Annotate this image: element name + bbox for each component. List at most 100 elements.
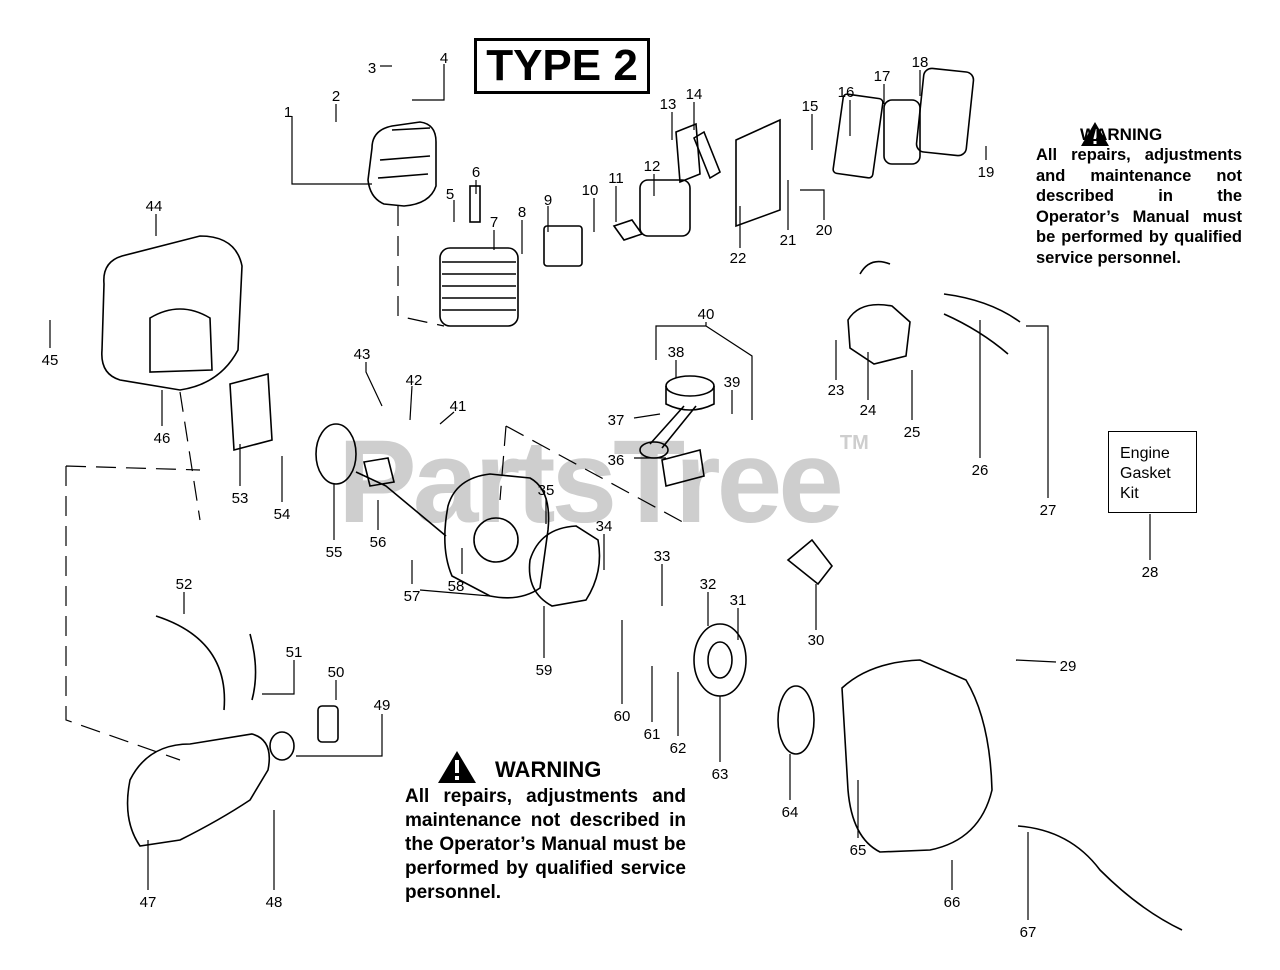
callout-number: 65 — [850, 842, 867, 859]
callout-number: 23 — [828, 382, 845, 399]
leader-line — [365, 362, 383, 407]
callout-number: 63 — [712, 766, 729, 783]
kit-line: Engine — [1120, 445, 1170, 462]
leader-line — [633, 413, 661, 419]
callout-number: 52 — [176, 576, 193, 593]
spark-plug — [469, 185, 481, 223]
fuel-filter — [317, 705, 339, 743]
bracket — [229, 372, 273, 452]
callout-number: 57 — [404, 588, 421, 605]
callout-number: 15 — [802, 98, 819, 115]
callout-number: 30 — [808, 632, 825, 649]
callout-number: 62 — [670, 740, 687, 757]
callout-number: 28 — [1142, 564, 1159, 581]
insulator — [543, 225, 583, 267]
leader-line — [262, 660, 295, 695]
callout-number: 55 — [326, 544, 343, 561]
air-filter — [883, 99, 921, 165]
filter-screen — [832, 93, 884, 179]
callout-number: 31 — [730, 592, 747, 609]
callout-number: 36 — [608, 452, 625, 469]
callout-number: 11 — [608, 170, 624, 187]
callout-number: 32 — [700, 576, 717, 593]
callout-number: 9 — [544, 192, 552, 209]
callout-number: 34 — [596, 518, 613, 535]
warning-title: WARNING — [1080, 125, 1163, 144]
leader-line — [800, 189, 825, 220]
cylinder-cover — [367, 121, 437, 207]
crankshaft — [355, 457, 447, 537]
callout-number: 3 — [368, 60, 376, 77]
callout-number: 35 — [538, 482, 555, 499]
callout-number: 39 — [724, 374, 741, 391]
callout-number: 50 — [328, 664, 345, 681]
callout-number: 38 — [668, 344, 685, 361]
fuel-cap — [269, 731, 295, 761]
leader-line — [409, 385, 413, 421]
warning-triangle-icon — [438, 751, 476, 783]
callout-number: 17 — [874, 68, 891, 85]
callout-number: 59 — [536, 662, 553, 679]
engine-housing — [101, 235, 243, 391]
fuel-tank — [126, 733, 271, 847]
leader-line — [291, 116, 372, 185]
leader-line — [1026, 325, 1049, 498]
leader-line — [439, 411, 455, 425]
callout-number: 27 — [1040, 502, 1057, 519]
kit-line: Gasket — [1120, 465, 1171, 482]
callout-number: 21 — [780, 232, 797, 249]
callout-number: 24 — [860, 402, 877, 419]
ignition-wire — [943, 293, 1021, 355]
callout-number: 53 — [232, 490, 249, 507]
warning-title: WARNING — [495, 757, 602, 782]
leader-line — [655, 322, 753, 420]
starter-handle — [786, 538, 834, 586]
crankcase-cover — [528, 525, 601, 607]
callout-number: 1 — [284, 104, 292, 121]
callout-number: 5 — [446, 186, 454, 203]
ignition-module — [847, 303, 911, 365]
callout-number: 42 — [406, 372, 423, 389]
callout-number: 46 — [154, 430, 171, 447]
callout-number: 41 — [450, 398, 467, 415]
bearing-plate — [661, 449, 705, 487]
leader-line — [1015, 659, 1057, 663]
cylinder — [439, 247, 519, 327]
warning-body: All repairs, adjustments and maintenance… — [1036, 146, 1242, 267]
callout-number: 7 — [490, 214, 498, 231]
rewind-spring — [777, 685, 815, 755]
fan-housing — [841, 659, 993, 853]
callout-number: 58 — [448, 578, 465, 595]
fuel-line — [155, 615, 257, 711]
carburetor — [639, 179, 691, 237]
callout-number: 20 — [816, 222, 833, 239]
callout-number: 8 — [518, 204, 526, 221]
callout-number: 66 — [944, 894, 961, 911]
callout-number: 29 — [1060, 658, 1077, 675]
callout-number: 56 — [370, 534, 387, 551]
callout-number: 45 — [42, 352, 59, 369]
callout-number: 16 — [838, 84, 855, 101]
warning-note-small: WARNING All repairs, adjustments and mai… — [1036, 125, 1242, 268]
leader-line — [296, 714, 383, 757]
crankcase — [444, 473, 550, 599]
callout-number: 6 — [472, 164, 480, 181]
kit-line: Kit — [1120, 485, 1139, 502]
callout-number: 67 — [1020, 924, 1037, 941]
callout-number: 37 — [608, 412, 625, 429]
callout-number: 43 — [354, 346, 371, 363]
air-filter-base — [735, 118, 781, 228]
callout-number: 26 — [972, 462, 989, 479]
warning-triangle-icon — [1081, 122, 1109, 146]
warning-note-large: WARNING All repairs, adjustments and mai… — [405, 755, 686, 905]
callout-number: 4 — [440, 50, 448, 67]
callout-number: 2 — [332, 88, 340, 105]
callout-number: 33 — [654, 548, 671, 565]
callout-number: 22 — [730, 250, 747, 267]
callout-number: 49 — [374, 697, 391, 714]
engine-gasket-kit-box: Engine Gasket Kit — [1108, 431, 1197, 513]
connecting-rod — [639, 441, 669, 459]
leader-line — [412, 64, 445, 101]
